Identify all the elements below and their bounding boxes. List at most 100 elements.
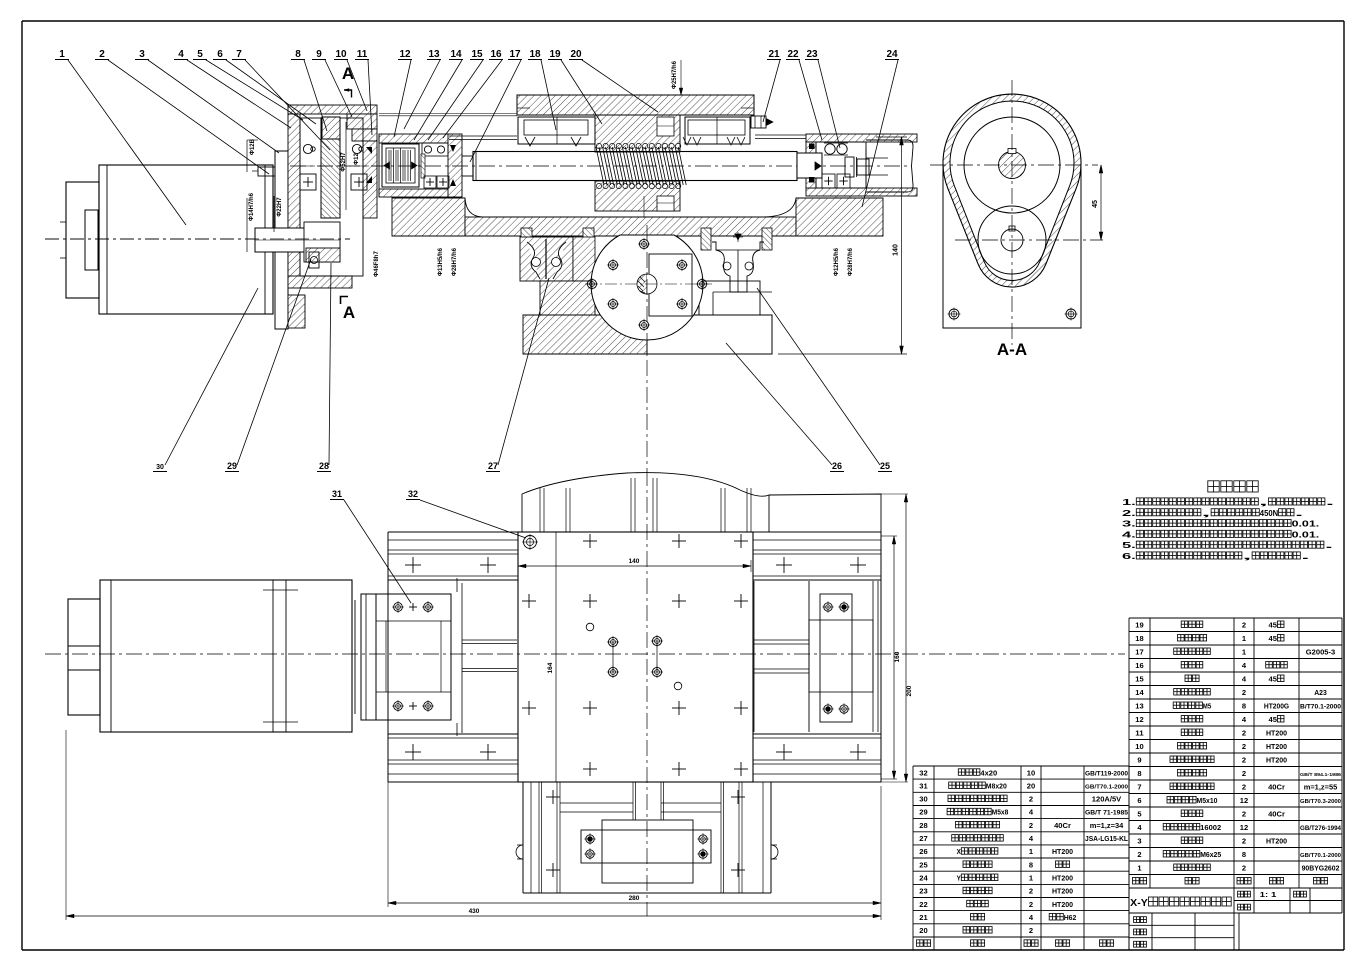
- svg-text:23: 23: [806, 49, 818, 60]
- svg-text:16: 16: [1135, 661, 1143, 670]
- svg-text:140: 140: [893, 244, 900, 256]
- svg-text:12: 12: [1135, 715, 1143, 724]
- svg-text:1: 1: [1242, 634, 1246, 643]
- svg-text:Φ28H7/h6: Φ28H7/h6: [452, 247, 458, 276]
- svg-text:2: 2: [1242, 864, 1246, 873]
- svg-text:25: 25: [880, 461, 890, 471]
- svg-text:HT200: HT200: [1266, 756, 1287, 765]
- svg-text:1.: 1.: [1122, 498, 1136, 507]
- svg-text:M5: M5: [1203, 702, 1211, 711]
- svg-text:20: 20: [1027, 781, 1035, 790]
- svg-text:,: ,: [1259, 498, 1268, 507]
- svg-text:430: 430: [469, 908, 480, 915]
- svg-text:24: 24: [919, 874, 928, 883]
- svg-text:6.: 6.: [1122, 552, 1136, 561]
- svg-text:12: 12: [1240, 823, 1248, 832]
- svg-text:A-A: A-A: [997, 340, 1027, 359]
- svg-text:2: 2: [1029, 926, 1033, 935]
- svg-text:15: 15: [1135, 675, 1143, 684]
- svg-text:Φ25H7/h6: Φ25H7/h6: [672, 60, 678, 89]
- svg-text:X: X: [957, 847, 961, 856]
- svg-text:18: 18: [1135, 634, 1143, 643]
- svg-text:.: .: [1295, 509, 1304, 518]
- svg-text:1: 1: [1242, 648, 1246, 657]
- svg-text:22: 22: [787, 49, 799, 60]
- svg-text:30: 30: [156, 464, 164, 471]
- svg-text:GB/T70.1-2000: GB/T70.1-2000: [1085, 784, 1129, 790]
- svg-text:17: 17: [1135, 648, 1143, 657]
- svg-text:.: .: [1301, 552, 1310, 561]
- svg-text:3: 3: [1137, 837, 1141, 846]
- svg-text:3: 3: [139, 49, 145, 60]
- svg-text:GB/T70.1-2000: GB/T70.1-2000: [1300, 853, 1341, 859]
- svg-text:2.: 2.: [1122, 509, 1136, 518]
- svg-text:45: 45: [1092, 200, 1099, 208]
- svg-text:8: 8: [1029, 860, 1033, 869]
- svg-text:2: 2: [1242, 837, 1246, 846]
- svg-text:45: 45: [1269, 621, 1277, 630]
- svg-text:G2005-3: G2005-3: [1306, 648, 1335, 657]
- svg-text:2: 2: [1029, 795, 1033, 804]
- svg-text:160: 160: [894, 651, 901, 662]
- svg-text:4: 4: [1029, 808, 1034, 817]
- svg-text:GB/T 894.1-1986: GB/T 894.1-1986: [1300, 772, 1341, 778]
- svg-text:4x20: 4x20: [980, 768, 997, 777]
- svg-text:29: 29: [227, 461, 237, 471]
- svg-text:3.: 3.: [1122, 520, 1136, 529]
- svg-text:26: 26: [832, 461, 842, 471]
- svg-text:11: 11: [357, 49, 368, 60]
- svg-text:11: 11: [1135, 729, 1143, 738]
- svg-text:27: 27: [919, 834, 927, 843]
- svg-text:4: 4: [1029, 913, 1034, 922]
- svg-text:A23: A23: [1314, 688, 1327, 697]
- svg-text:2: 2: [1242, 742, 1246, 751]
- svg-text:2: 2: [1242, 621, 1246, 630]
- svg-text:,: ,: [1242, 552, 1251, 561]
- svg-text:4: 4: [1242, 675, 1247, 684]
- svg-text:24: 24: [886, 49, 898, 60]
- svg-text:12: 12: [1240, 796, 1248, 805]
- svg-text:2: 2: [1137, 850, 1141, 859]
- svg-text:Φ12B: Φ12B: [250, 138, 256, 155]
- svg-text:HT200: HT200: [1266, 837, 1287, 846]
- svg-text:45: 45: [1269, 634, 1277, 643]
- svg-text:21: 21: [919, 913, 927, 922]
- svg-text:Φ22H7: Φ22H7: [277, 197, 283, 217]
- svg-text:8: 8: [1137, 769, 1141, 778]
- svg-text:Φ28H7/h6: Φ28H7/h6: [848, 247, 854, 276]
- svg-text:X-Y: X-Y: [1130, 897, 1148, 909]
- svg-text:M8x20: M8x20: [986, 781, 1007, 790]
- svg-text:B/T70.1-2000: B/T70.1-2000: [1300, 704, 1342, 711]
- svg-text:GB/T119-2000: GB/T119-2000: [1085, 770, 1128, 777]
- svg-text:450N: 450N: [1260, 509, 1278, 518]
- svg-text:Φ12: Φ12: [354, 153, 360, 165]
- svg-text:10: 10: [1135, 742, 1143, 751]
- svg-text:23: 23: [919, 887, 927, 896]
- svg-text:HT200: HT200: [1052, 874, 1073, 883]
- svg-text:.: .: [1324, 541, 1333, 550]
- svg-text:25: 25: [919, 860, 927, 869]
- svg-text:20: 20: [919, 926, 927, 935]
- svg-text:4: 4: [1137, 823, 1142, 832]
- svg-text:.: .: [1325, 498, 1334, 507]
- svg-text:19: 19: [549, 49, 561, 60]
- svg-text:27: 27: [488, 461, 498, 471]
- svg-text:32: 32: [408, 489, 418, 499]
- svg-text:A: A: [343, 303, 355, 322]
- svg-text:30: 30: [919, 795, 927, 804]
- svg-text:31: 31: [919, 781, 927, 790]
- svg-text:13: 13: [1135, 702, 1143, 711]
- svg-text:164: 164: [547, 662, 554, 673]
- svg-text:1: 1: [1029, 874, 1033, 883]
- svg-text:5: 5: [197, 49, 203, 60]
- svg-text:280: 280: [629, 895, 640, 902]
- svg-text:140: 140: [629, 558, 640, 565]
- svg-text:26: 26: [919, 847, 927, 856]
- svg-text:18: 18: [529, 49, 541, 60]
- svg-text:Φ46F8h7: Φ46F8h7: [374, 251, 380, 277]
- svg-text:1: 1: [1137, 864, 1141, 873]
- svg-text:40Cr: 40Cr: [1268, 810, 1285, 819]
- svg-text:40Cr: 40Cr: [1054, 821, 1071, 830]
- svg-text:HT200: HT200: [1266, 742, 1287, 751]
- svg-text:1: 1: [59, 49, 65, 60]
